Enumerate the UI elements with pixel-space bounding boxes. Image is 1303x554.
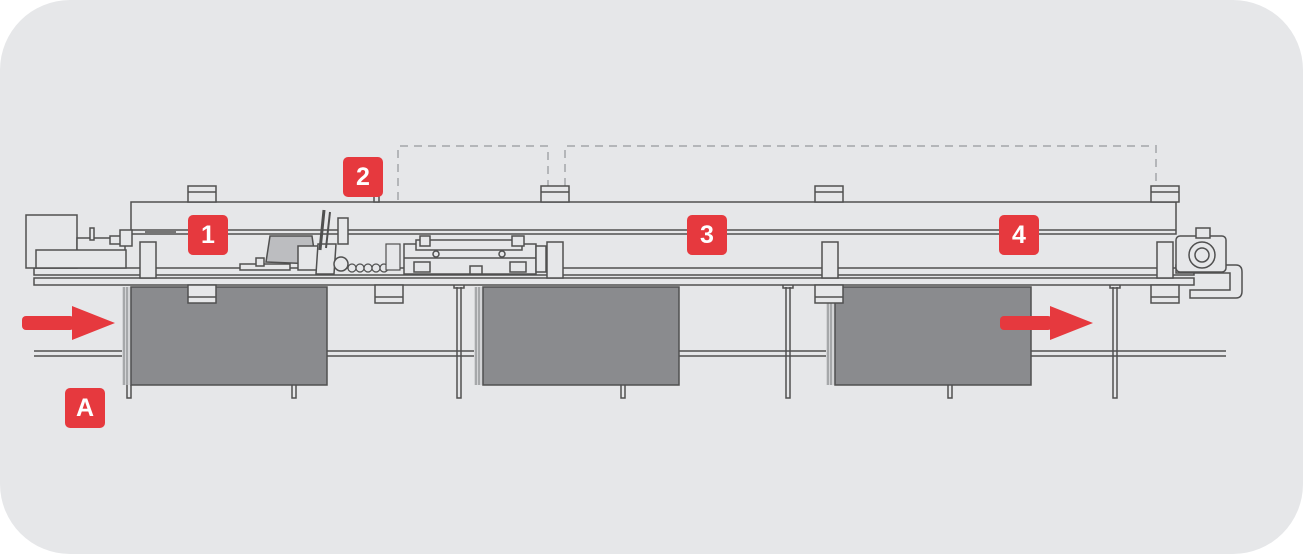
rail-clamps [139, 241, 1174, 279]
infeed-arrow [22, 306, 115, 340]
badge-2: 2 [343, 157, 383, 197]
badge-3: 3 [687, 215, 727, 255]
badge-1: 1 [188, 215, 228, 255]
infeed-unit [25, 214, 176, 269]
support-legs [126, 283, 1121, 399]
badge-4: 4 [999, 215, 1039, 255]
storage-boxes [122, 286, 1032, 386]
outfeed-arrow [1000, 306, 1093, 340]
badge-A: A [65, 388, 105, 428]
press-carriage [403, 235, 547, 275]
roller-chain [347, 243, 401, 273]
frame-top-tabs [187, 185, 1180, 203]
outfeed-motor-unit [1175, 227, 1227, 273]
dashed-zone-brackets [397, 145, 1157, 200]
rail-bottom-tabs [187, 284, 1180, 304]
cutting-station [239, 209, 349, 275]
